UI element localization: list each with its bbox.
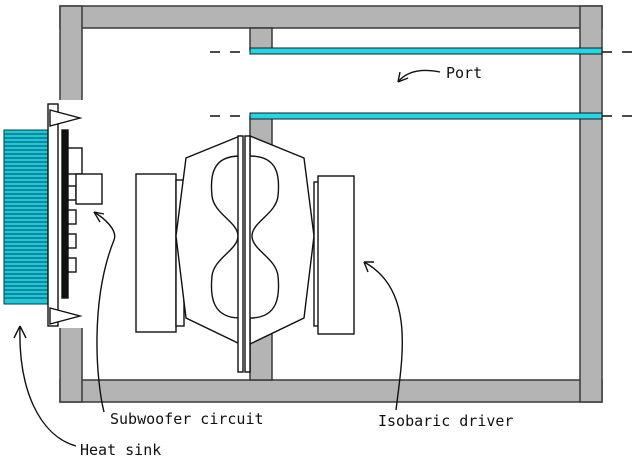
heat-sink-arrow (19, 325, 77, 447)
annotations (13, 69, 441, 447)
amp-component-a (67, 147, 83, 175)
isobaric-driver-arrow-head (363, 261, 374, 273)
amp-component-e (67, 257, 77, 273)
label-isobaric-driver: Isobaric driver (378, 412, 513, 430)
rear-driver-magnet (135, 173, 177, 333)
label-heat-sink: Heat sink (80, 441, 161, 459)
front-driver-magnet (317, 175, 355, 335)
label-port: Port (446, 64, 482, 82)
port-tube (210, 47, 640, 120)
isobaric-driver-assembly (135, 134, 355, 373)
port-partition-upper (249, 27, 273, 51)
port-tube-bottom (249, 112, 603, 120)
port-tube-top (249, 47, 603, 55)
mount-clip-bottom (49, 307, 83, 325)
subwoofer-circuit-module (75, 173, 103, 205)
heat-sink-fins (4, 133, 48, 299)
amp-component-c (67, 209, 77, 225)
amp-mounting-plate (47, 103, 59, 327)
label-subwoofer-circuit: Subwoofer circuit (110, 410, 264, 428)
heat-sink-arrow-head (13, 325, 27, 339)
subwoofer-circuit-arrow (93, 211, 116, 413)
enclosure-bottom-wall (59, 379, 603, 403)
driver-flange-right (244, 135, 251, 373)
subwoofer-circuit-arrow-head (93, 211, 105, 223)
port-arrow-head (397, 71, 409, 83)
amp-circuit-board (61, 129, 69, 299)
amp-component-b (67, 185, 77, 201)
driver-cone-right (249, 155, 280, 319)
enclosure-right-wall (579, 5, 603, 403)
heat-sink (3, 129, 49, 305)
enclosure-top-wall (59, 5, 603, 29)
port-dashed-extension (210, 51, 640, 117)
port-arrow (397, 69, 441, 83)
isobaric-driver-arrow (363, 261, 403, 411)
mount-clip-top (49, 109, 83, 127)
heat-sink-body (3, 129, 49, 305)
amp-component-d (67, 233, 77, 249)
amplifier-panel (47, 103, 103, 327)
driver-flange-left (237, 135, 244, 373)
